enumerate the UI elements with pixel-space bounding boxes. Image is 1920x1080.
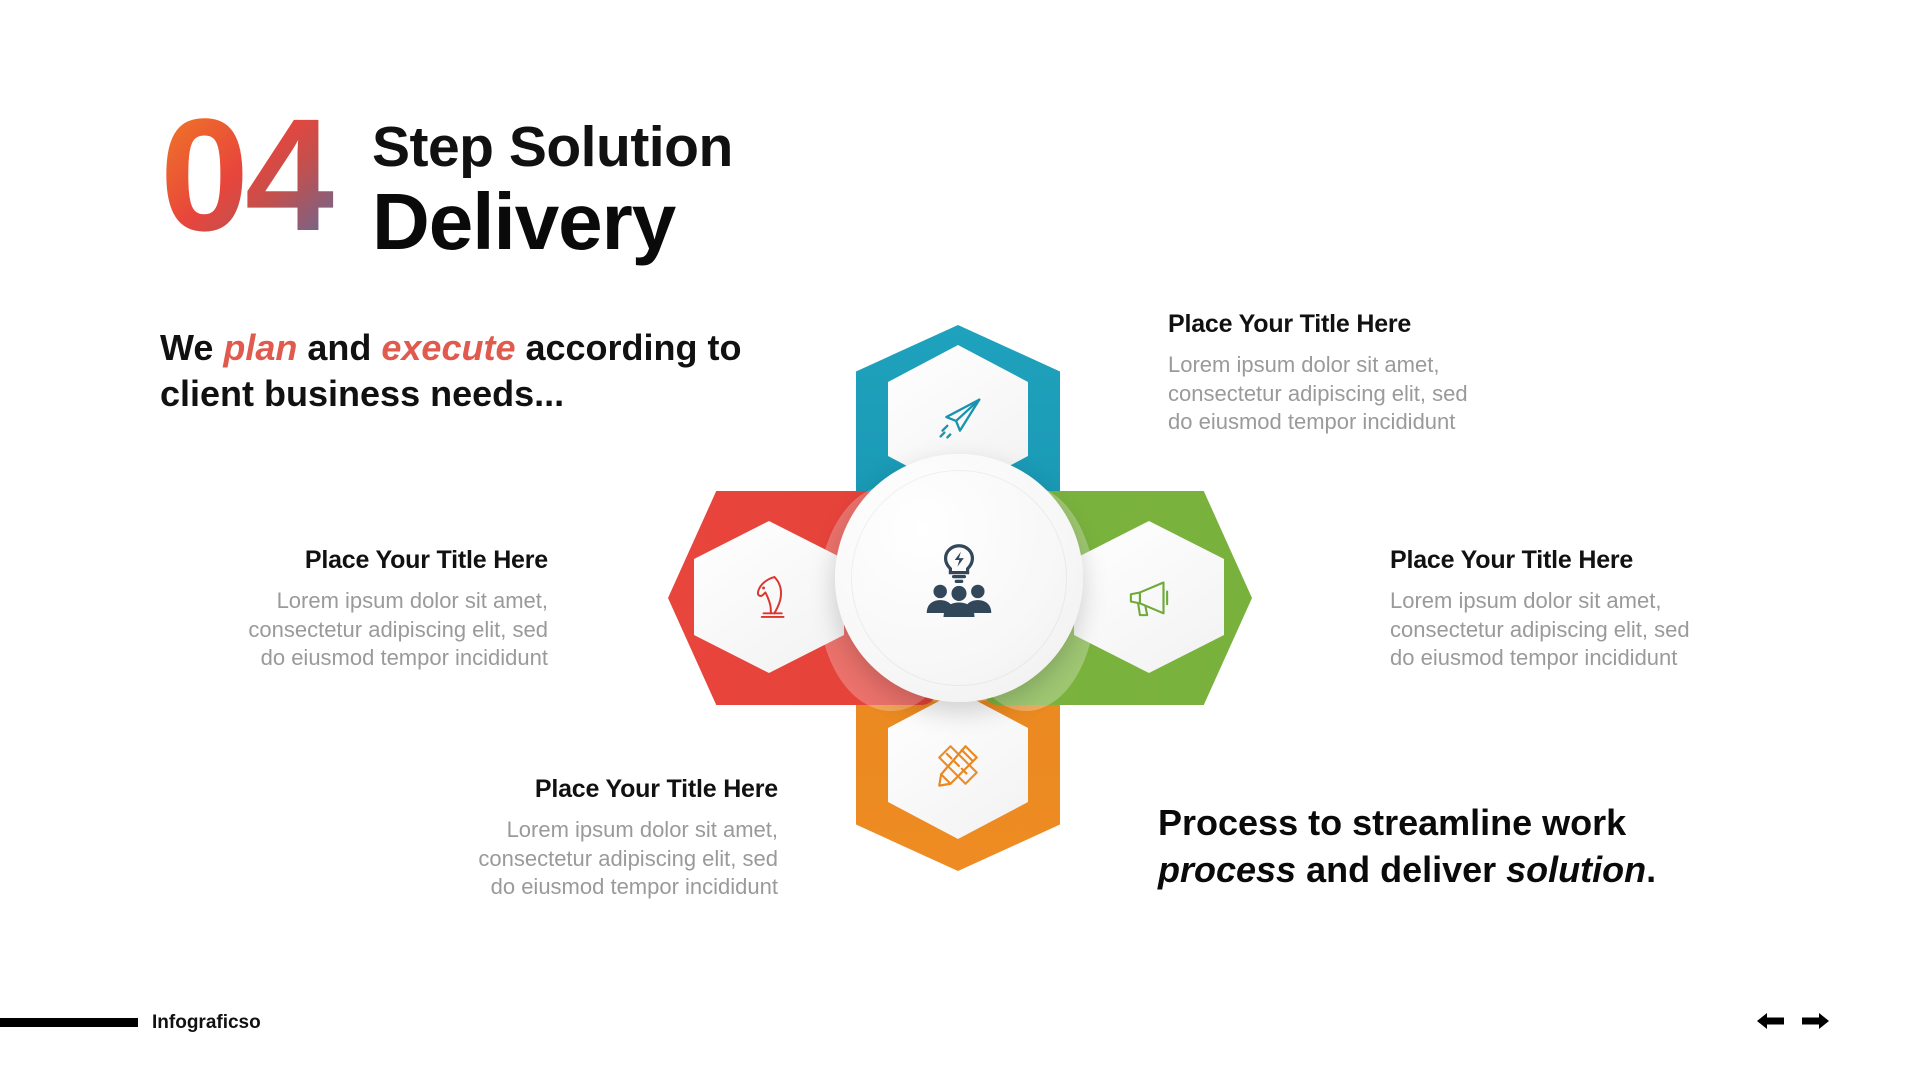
center-hub[interactable] [835, 454, 1083, 702]
footer-brand-label: Infograficso [152, 1012, 261, 1033]
statement-part-2: and deliver [1296, 848, 1507, 890]
megaphone-icon [1129, 581, 1169, 617]
text-block-title: Place Your Title Here [534, 775, 778, 803]
title-line-1: Step Solution [371, 115, 733, 179]
tagline-part-3: according to client business needs... [160, 327, 742, 415]
pencil-ruler-icon [938, 745, 978, 787]
petal-icon-cap [888, 691, 1028, 839]
next-slide-button[interactable] [1800, 1010, 1830, 1032]
text-block-body: Lorem ipsum dolor sit amet, consectetur … [248, 588, 548, 671]
footer-accent-bar [0, 1018, 138, 1027]
step-number: 04 [160, 95, 336, 255]
text-block-title: Place Your Title Here [1168, 310, 1412, 338]
chess-knight-icon [756, 576, 785, 618]
tagline: We plan and execute according to client … [160, 325, 780, 417]
text-block-left: Place Your Title Here Lorem ipsum dolor … [218, 546, 548, 673]
statement-italic-solution: solution [1506, 848, 1647, 890]
paper-plane-icon [939, 398, 981, 439]
text-block-body: Lorem ipsum dolor sit amet, consectetur … [1390, 588, 1690, 671]
tagline-emphasis-plan: plan [223, 327, 298, 368]
slide-header: 04 Step Solution Delivery [160, 95, 733, 264]
statement-part-3: . [1646, 848, 1657, 890]
tagline-part-2: and [297, 327, 382, 368]
closing-statement: Process to streamline work process and d… [1158, 800, 1718, 894]
statement-part-1: Process to streamline work [1158, 802, 1627, 843]
tagline-part-1: We [160, 327, 224, 368]
prev-slide-button[interactable] [1756, 1010, 1786, 1032]
slide-navigation [1756, 1010, 1830, 1032]
text-block-title: Place Your Title Here [304, 546, 548, 574]
arrow-left-icon [1757, 1013, 1784, 1029]
text-block-right: Place Your Title Here Lorem ipsum dolor … [1390, 546, 1720, 673]
text-block-body: Lorem ipsum dolor sit amet, consectetur … [1168, 352, 1468, 435]
title-line-2: Delivery [371, 177, 676, 266]
text-block-top-right: Place Your Title Here Lorem ipsum dolor … [1168, 310, 1498, 437]
text-block-body: Lorem ipsum dolor sit amet, consectetur … [478, 817, 778, 900]
infographic-cluster [668, 325, 1252, 871]
tagline-emphasis-execute: execute [381, 327, 516, 368]
arrow-right-icon [1802, 1013, 1829, 1029]
text-block-title: Place Your Title Here [1390, 546, 1634, 574]
page-title: Step Solution Delivery [372, 105, 733, 264]
statement-italic-process: process [1158, 848, 1297, 890]
text-block-bottom-left: Place Your Title Here Lorem ipsum dolor … [448, 775, 778, 902]
team-idea-icon [926, 544, 992, 617]
